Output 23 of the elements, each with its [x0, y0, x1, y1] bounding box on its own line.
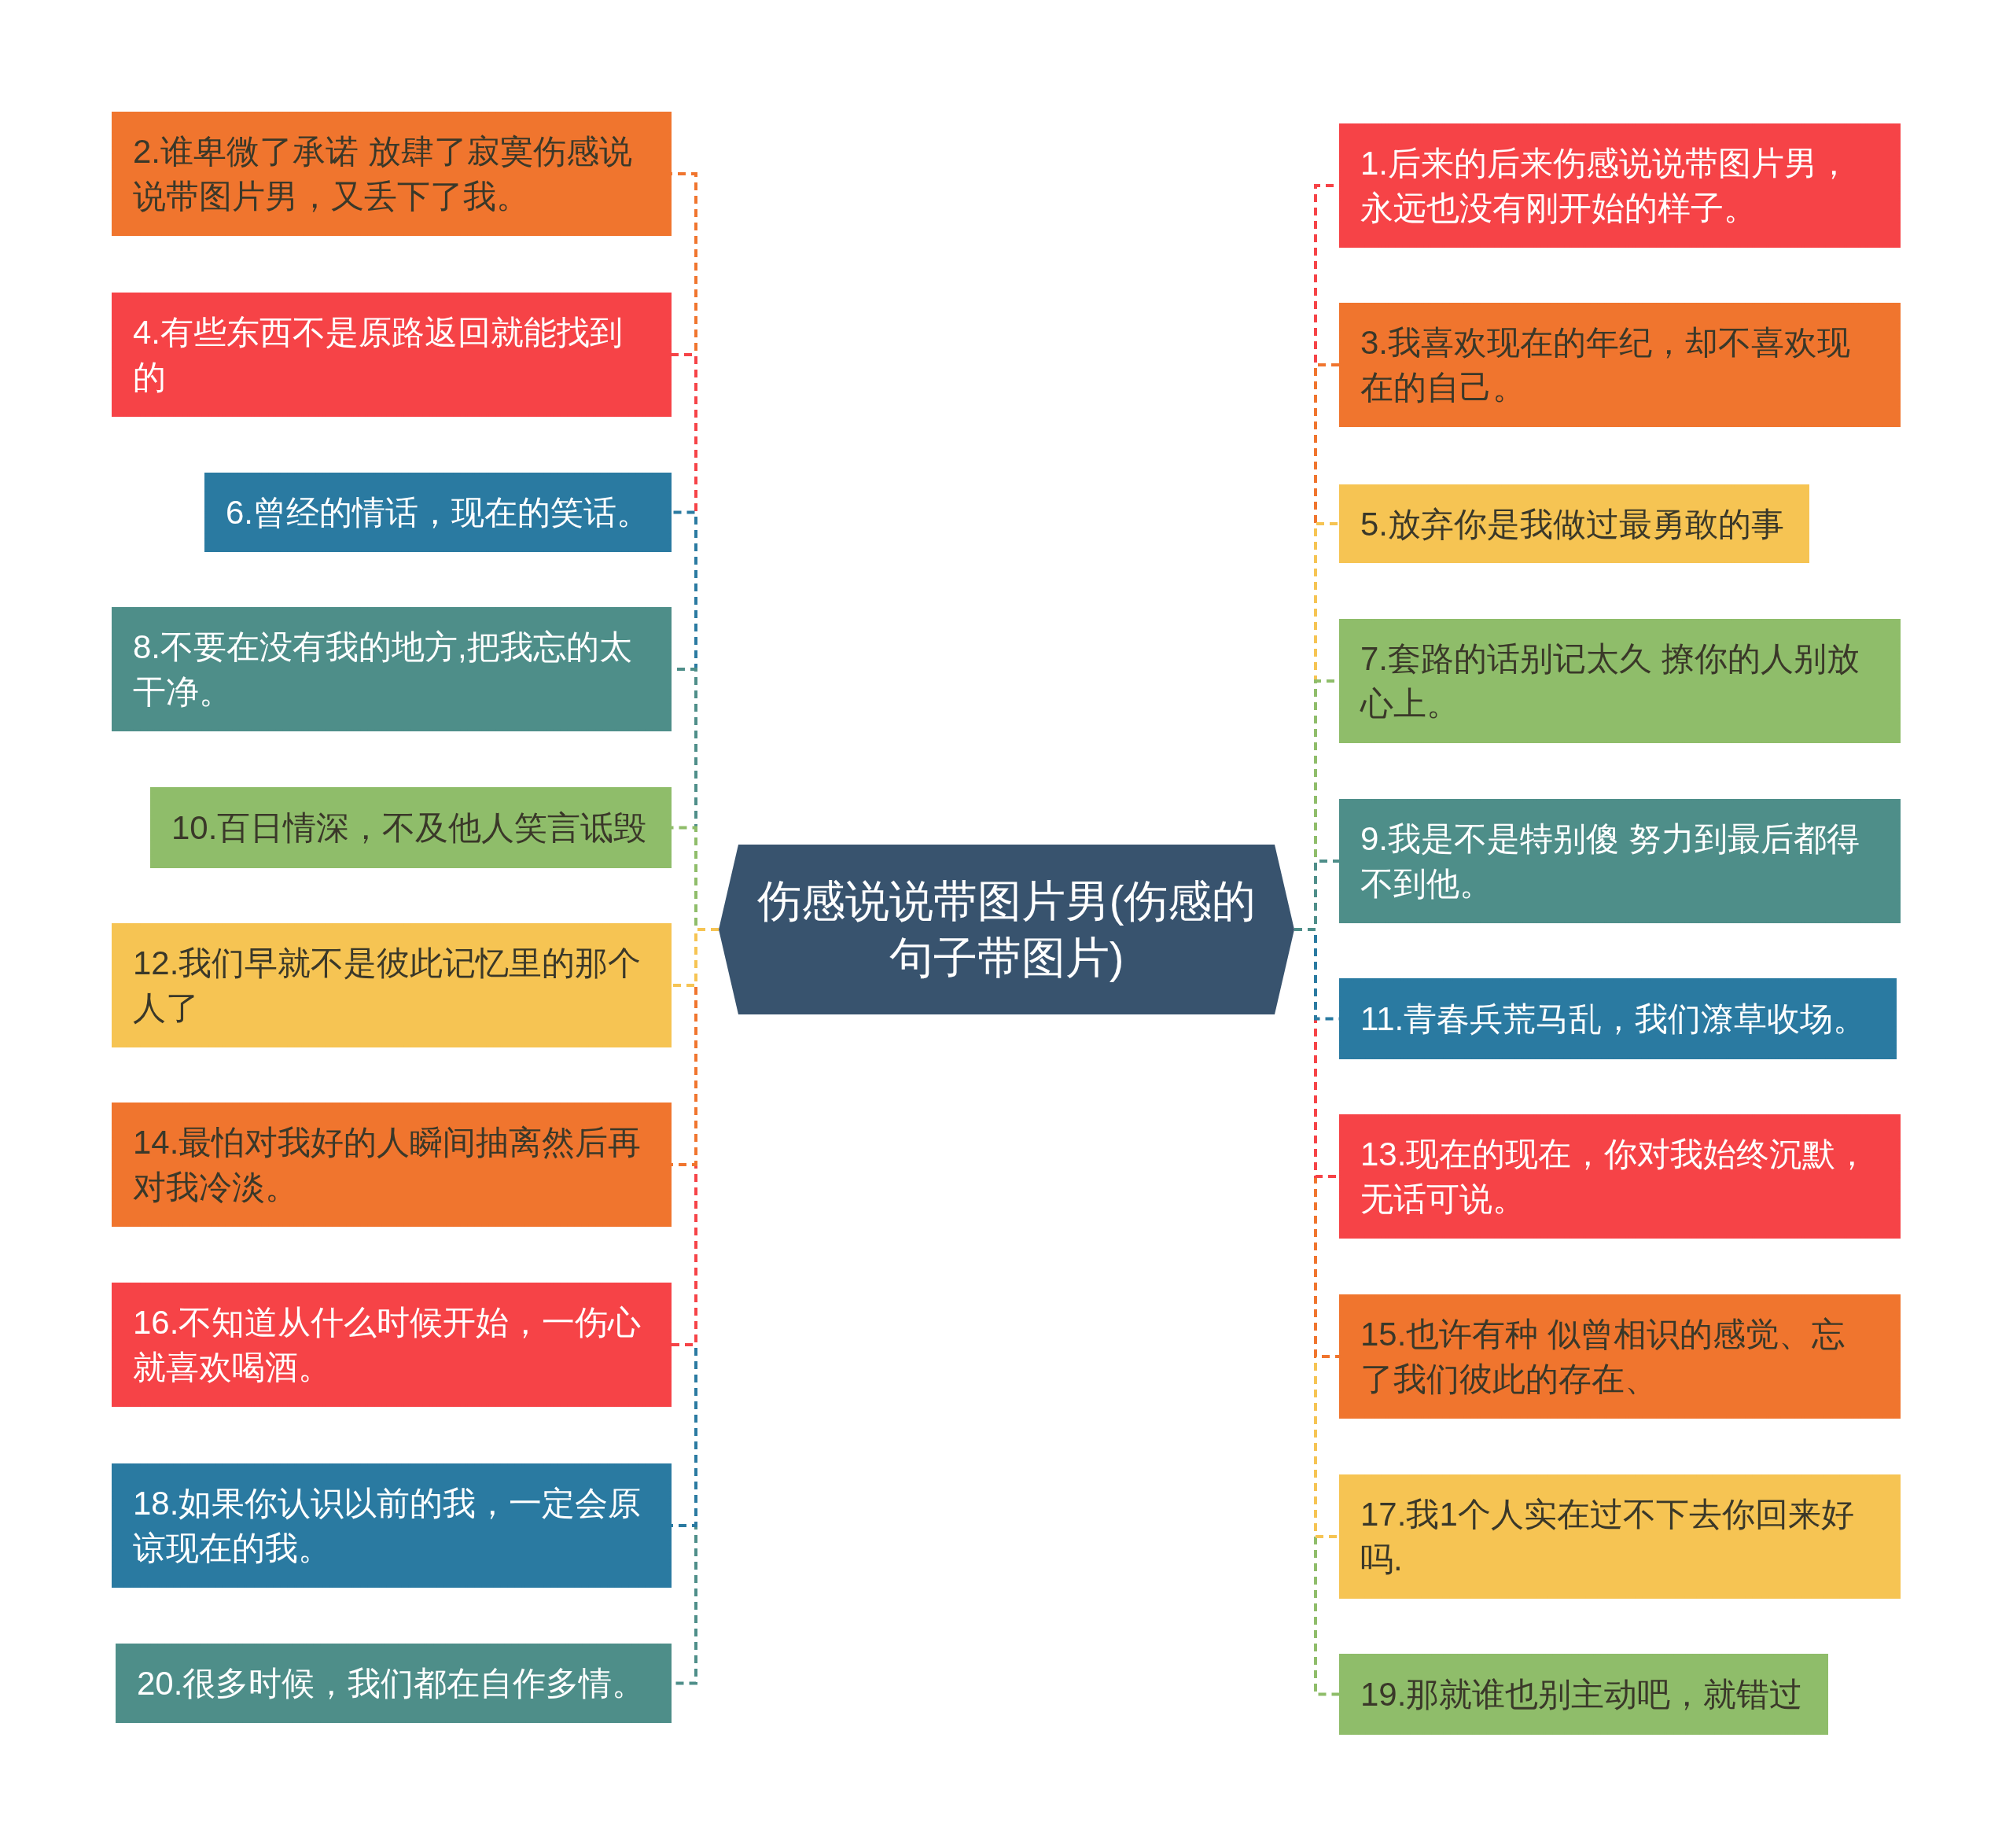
subtopic-box: 12.我们早就不是彼此记忆里的那个人了	[112, 923, 672, 1047]
subtopic-box: 8.不要在没有我的地方,把我忘的太干净。	[112, 607, 672, 731]
subtopic-box: 10.百日情深，不及他人笑言诋毁	[150, 787, 672, 868]
subtopic-box: 18.如果你认识以前的我，一定会原谅现在的我。	[112, 1463, 672, 1588]
subtopic-box: 9.我是不是特别傻 努力到最后都得不到他。	[1339, 799, 1901, 923]
subtopic-box: 7.套路的话别记太久 撩你的人别放心上。	[1339, 619, 1901, 743]
subtopic-box: 5.放弃你是我做过最勇敢的事	[1339, 484, 1809, 563]
subtopic-box: 17.我1个人实在过不下去你回来好吗.	[1339, 1474, 1901, 1599]
subtopic-box: 1.后来的后来伤感说说带图片男，永远也没有刚开始的样子。	[1339, 123, 1901, 248]
subtopic-box: 6.曾经的情话，现在的笑话。	[204, 473, 672, 552]
subtopic-box: 19.那就谁也别主动吧，就错过	[1339, 1654, 1828, 1735]
subtopic-box: 16.不知道从什么时候开始，一伤心就喜欢喝酒。	[112, 1283, 672, 1407]
subtopic-box: 3.我喜欢现在的年纪，却不喜欢现在的自己。	[1339, 303, 1901, 427]
central-topic-hexagon: 伤感说说带图片男(伤感的句子带图片)	[719, 845, 1294, 1014]
subtopic-box: 2.谁卑微了承诺 放肆了寂寞伤感说说带图片男，又丢下了我。	[112, 112, 672, 236]
subtopic-box: 14.最怕对我好的人瞬间抽离然后再对我冷淡。	[112, 1103, 672, 1227]
subtopic-box: 4.有些东西不是原路返回就能找到的	[112, 293, 672, 417]
connector-line	[1294, 860, 1339, 931]
subtopic-box: 11.青春兵荒马乱，我们潦草收场。	[1339, 978, 1897, 1059]
subtopic-box: 15.也许有种 似曾相识的感觉、忘了我们彼此的存在、	[1339, 1294, 1901, 1419]
subtopic-box: 13.现在的现在，你对我始终沉默，无话可说。	[1339, 1114, 1901, 1239]
subtopic-box: 20.很多时候，我们都在自作多情。	[116, 1644, 672, 1723]
connector-line	[672, 928, 719, 987]
